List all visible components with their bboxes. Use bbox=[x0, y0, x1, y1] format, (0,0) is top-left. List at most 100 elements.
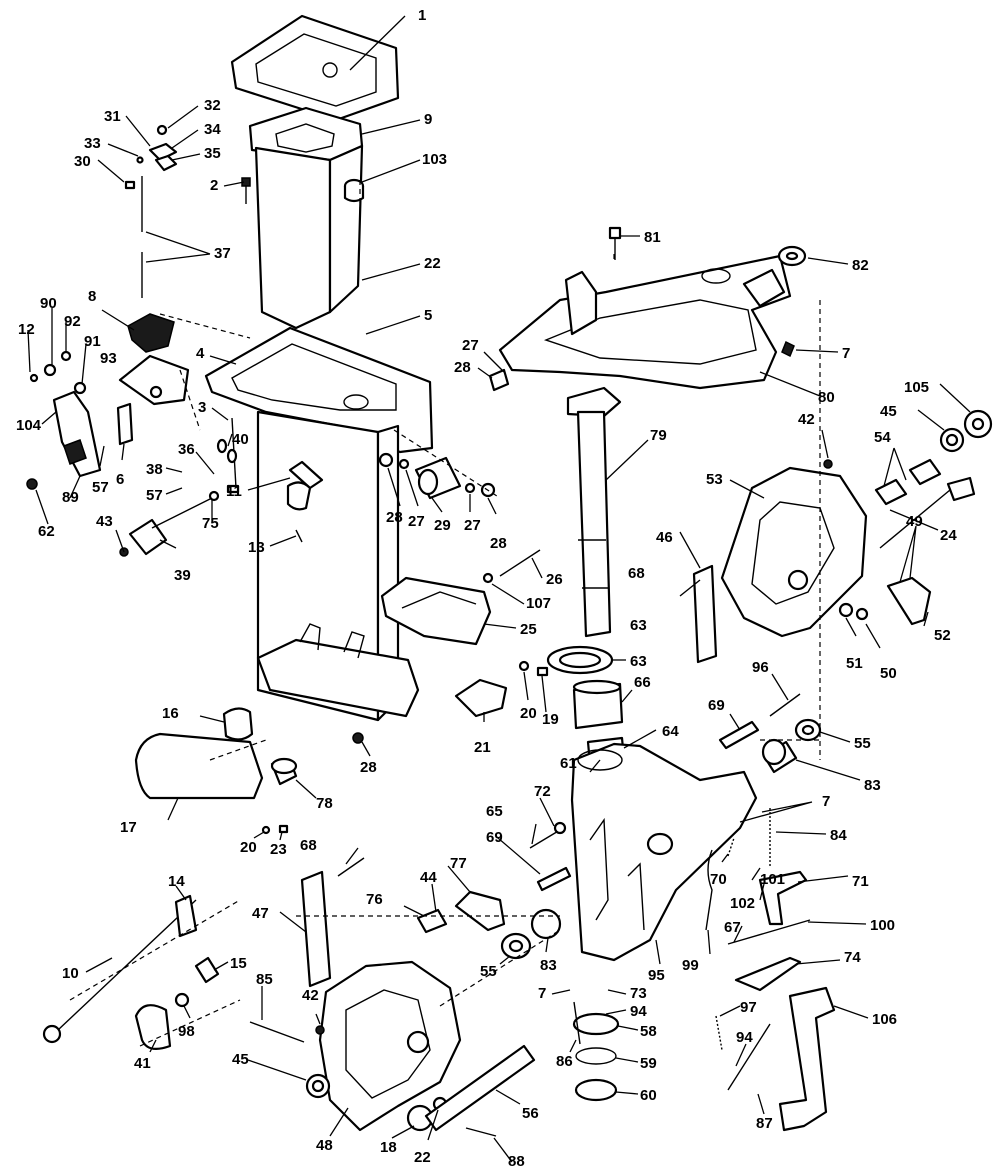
label-92: 92 bbox=[64, 313, 81, 330]
leader-lines bbox=[27, 15, 971, 1163]
part-106-tilt-lever bbox=[778, 986, 836, 1132]
part-89-lever bbox=[52, 390, 102, 478]
part-98-washer bbox=[174, 992, 190, 1008]
label-103: 103 bbox=[422, 151, 447, 168]
label-98: 98 bbox=[178, 1023, 195, 1040]
label-99: 99 bbox=[682, 957, 699, 974]
label-43: 43 bbox=[96, 513, 113, 530]
part-63-seal bbox=[546, 645, 614, 675]
label-88: 88 bbox=[508, 1153, 525, 1170]
label-12: 12 bbox=[18, 321, 35, 338]
part-85-bolt bbox=[249, 1021, 305, 1043]
label-94b: 94 bbox=[736, 1029, 753, 1046]
part-28d-nut bbox=[352, 732, 364, 744]
label-50: 50 bbox=[880, 665, 897, 682]
label-22b: 22 bbox=[414, 1149, 431, 1166]
label-54: 54 bbox=[874, 429, 891, 446]
label-104: 104 bbox=[16, 417, 42, 434]
part-99-spring bbox=[705, 849, 713, 931]
parts-20-23 bbox=[261, 824, 289, 835]
part-86-screw bbox=[573, 1001, 581, 1045]
label-73: 73 bbox=[630, 985, 647, 1002]
part-17-cover bbox=[134, 732, 264, 800]
label-33: 33 bbox=[84, 135, 101, 152]
parts-30-35-bracket bbox=[124, 124, 178, 190]
parts-90-92-bolts bbox=[29, 350, 87, 395]
label-17: 17 bbox=[120, 819, 137, 836]
part-2-screw bbox=[241, 177, 251, 204]
part-40-washers bbox=[216, 438, 238, 464]
part-96-pin bbox=[769, 693, 801, 717]
part-7-fitting bbox=[781, 340, 795, 358]
label-62: 62 bbox=[38, 523, 55, 540]
label-91: 91 bbox=[84, 333, 101, 350]
label-61: 61 bbox=[560, 755, 577, 772]
label-27b: 27 bbox=[408, 513, 425, 530]
part-59-oring bbox=[575, 1047, 617, 1065]
label-23: 23 bbox=[270, 841, 287, 858]
label-77: 77 bbox=[450, 855, 467, 872]
label-90: 90 bbox=[40, 295, 57, 312]
part-1-gasket bbox=[230, 14, 400, 122]
label-22: 22 bbox=[424, 255, 441, 272]
label-38: 38 bbox=[146, 461, 163, 478]
label-68b: 68 bbox=[300, 837, 317, 854]
part-24-pin bbox=[879, 476, 976, 549]
part-83-bushing bbox=[761, 738, 798, 774]
label-42: 42 bbox=[798, 411, 815, 428]
part-42-nut bbox=[823, 459, 833, 469]
label-42b: 42 bbox=[302, 987, 319, 1004]
parts-27-28-washers bbox=[378, 452, 496, 498]
label-105: 105 bbox=[904, 379, 929, 396]
label-58: 58 bbox=[640, 1023, 657, 1040]
label-34: 34 bbox=[204, 121, 221, 138]
part-71-lever bbox=[758, 870, 808, 926]
label-24: 24 bbox=[940, 527, 957, 544]
label-10: 10 bbox=[62, 965, 79, 982]
part-77-lock-lever bbox=[454, 890, 506, 932]
label-72: 72 bbox=[534, 783, 551, 800]
label-93: 93 bbox=[100, 350, 117, 367]
part-28-screw bbox=[488, 368, 510, 392]
part-82-bushing bbox=[777, 245, 807, 267]
part-53-clamp-bracket bbox=[720, 466, 868, 638]
part-60-seal bbox=[574, 1078, 618, 1102]
part-97-spring bbox=[715, 1015, 723, 1051]
label-82: 82 bbox=[852, 257, 869, 274]
label-9: 9 bbox=[424, 111, 432, 128]
label-32: 32 bbox=[204, 97, 221, 114]
label-47: 47 bbox=[252, 905, 269, 922]
part-69-pin bbox=[718, 720, 760, 750]
label-27c: 27 bbox=[464, 517, 481, 534]
label-97: 97 bbox=[740, 999, 757, 1016]
label-39: 39 bbox=[174, 567, 191, 584]
label-46: 46 bbox=[656, 529, 673, 546]
label-56: 56 bbox=[522, 1105, 539, 1122]
part-labels: 1 9 31 32 34 33 35 30 2 103 37 22 5 81 8… bbox=[16, 7, 957, 1170]
alignment-lines bbox=[69, 176, 821, 1047]
label-1: 1 bbox=[418, 7, 426, 24]
label-45: 45 bbox=[880, 403, 897, 420]
label-52: 52 bbox=[934, 627, 951, 644]
label-69: 69 bbox=[708, 697, 725, 714]
part-6-bracket bbox=[116, 402, 134, 446]
label-4: 4 bbox=[196, 345, 205, 362]
label-70: 70 bbox=[710, 871, 727, 888]
label-7b: 7 bbox=[822, 793, 830, 810]
part-100-rod bbox=[727, 919, 811, 945]
part-81-screw bbox=[608, 226, 622, 260]
part-8-throttle-cam bbox=[127, 313, 175, 353]
label-21: 21 bbox=[474, 739, 491, 756]
label-100: 100 bbox=[870, 917, 895, 934]
label-101: 101 bbox=[760, 871, 785, 888]
label-75: 75 bbox=[202, 515, 219, 532]
label-106: 106 bbox=[872, 1011, 897, 1028]
label-31: 31 bbox=[104, 108, 121, 125]
label-28: 28 bbox=[454, 359, 471, 376]
part-21-clip bbox=[454, 678, 508, 718]
label-13: 13 bbox=[248, 539, 265, 556]
part-29-mount bbox=[414, 456, 462, 500]
part-58-thrust bbox=[572, 1012, 620, 1036]
label-20b: 20 bbox=[240, 839, 257, 856]
